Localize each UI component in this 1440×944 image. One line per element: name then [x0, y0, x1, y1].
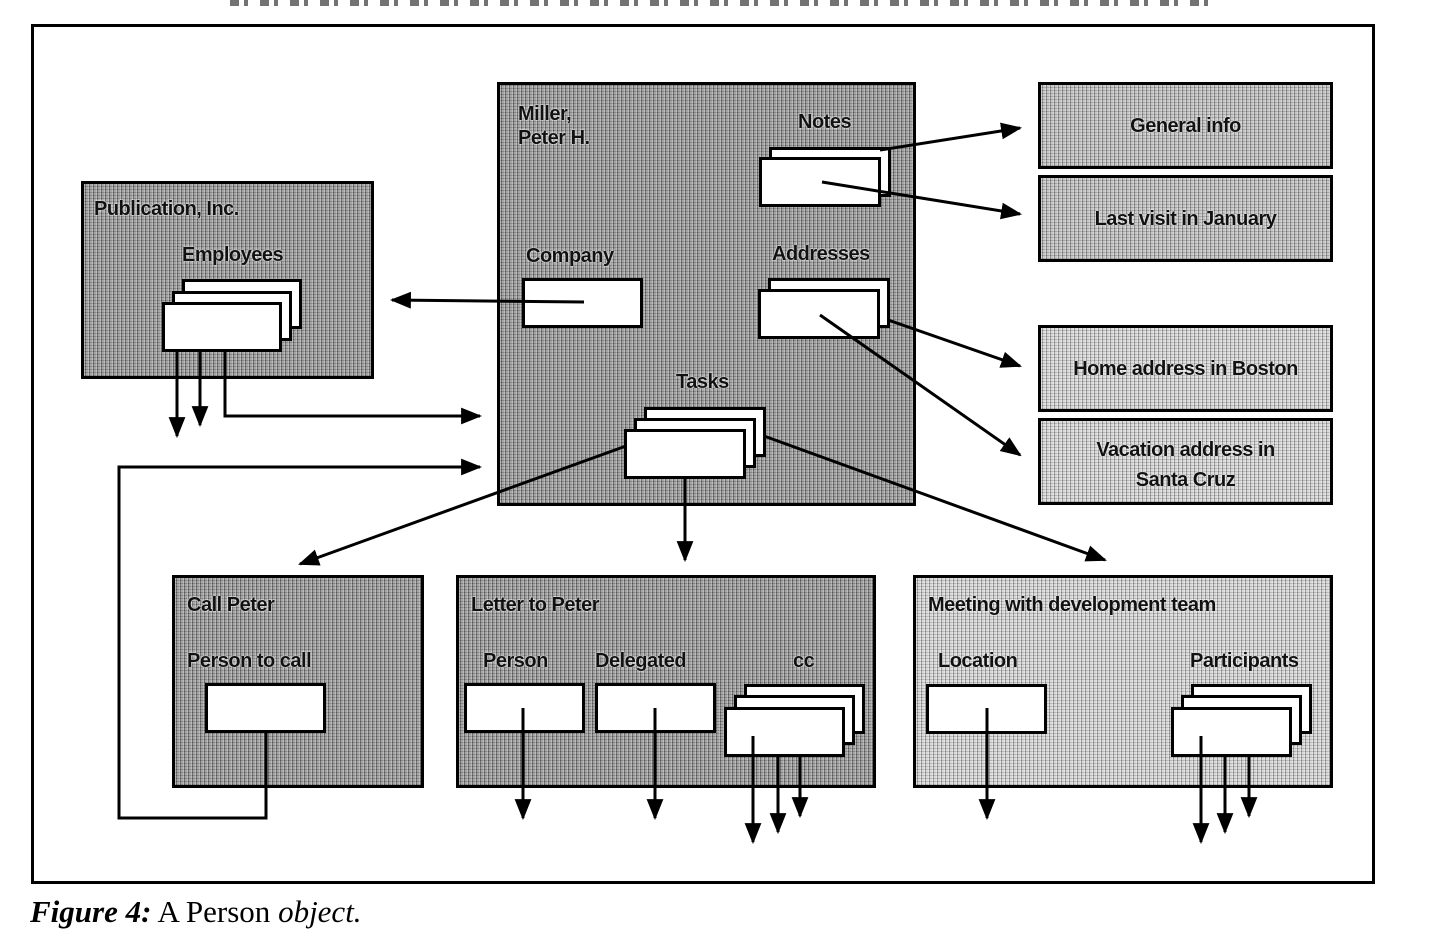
- address-text-line1: Vacation address in: [1096, 439, 1275, 461]
- participants-slot: [1171, 707, 1292, 757]
- company-slot: [522, 278, 643, 328]
- addresses-label: Addresses: [772, 243, 870, 265]
- field-label-person-to-call: Person to call: [187, 650, 312, 672]
- figure-label: Figure 4:: [30, 894, 152, 929]
- task-title: Meeting with development team: [928, 594, 1216, 616]
- cc-slot: [724, 707, 845, 757]
- person-title-line1: Miller,: [518, 103, 572, 125]
- person-title-line2: Peter H.: [518, 127, 590, 149]
- tasks-label: Tasks: [676, 371, 729, 393]
- note-text: Last visit in January: [1094, 208, 1277, 230]
- tasks-slot: [624, 429, 746, 479]
- delegated-slot: [595, 683, 716, 733]
- address-text: Home address in Boston: [1073, 358, 1298, 380]
- company-label: Company: [526, 245, 614, 267]
- figure-caption: Figure 4: A Person object.: [30, 894, 362, 930]
- figure-frame: [31, 24, 1375, 884]
- field-label-location: Location: [938, 650, 1018, 672]
- addresses-slot: [758, 289, 880, 339]
- task-title: Call Peter: [187, 594, 275, 616]
- person-to-call-slot: [205, 683, 326, 733]
- field-label-person: Person: [483, 650, 548, 672]
- cropped-text-line: [230, 0, 1210, 6]
- notes-slot: [759, 157, 881, 207]
- address-object-home: Home address in Boston: [1038, 325, 1333, 412]
- address-object-vacation: Vacation address in Santa Cruz: [1038, 418, 1333, 505]
- employees-slot: [162, 302, 282, 352]
- person-slot: [464, 683, 585, 733]
- field-label-cc: cc: [793, 650, 815, 672]
- address-text-line2: Santa Cruz: [1135, 469, 1236, 491]
- company-title: Publication, Inc.: [94, 198, 239, 220]
- employees-label: Employees: [182, 244, 284, 266]
- note-object-last-visit: Last visit in January: [1038, 175, 1333, 262]
- note-text: General info: [1130, 115, 1241, 137]
- caption-text-a: A Person: [157, 894, 271, 929]
- caption-text-b: object.: [278, 894, 362, 929]
- note-object-general-info: General info: [1038, 82, 1333, 169]
- field-label-delegated: Delegated: [595, 650, 687, 672]
- location-slot: [926, 684, 1047, 734]
- notes-label: Notes: [798, 111, 852, 133]
- task-object-call-peter: Call Peter Person to call: [172, 575, 424, 788]
- field-label-participants: Participants: [1190, 650, 1299, 672]
- task-title: Letter to Peter: [471, 594, 600, 616]
